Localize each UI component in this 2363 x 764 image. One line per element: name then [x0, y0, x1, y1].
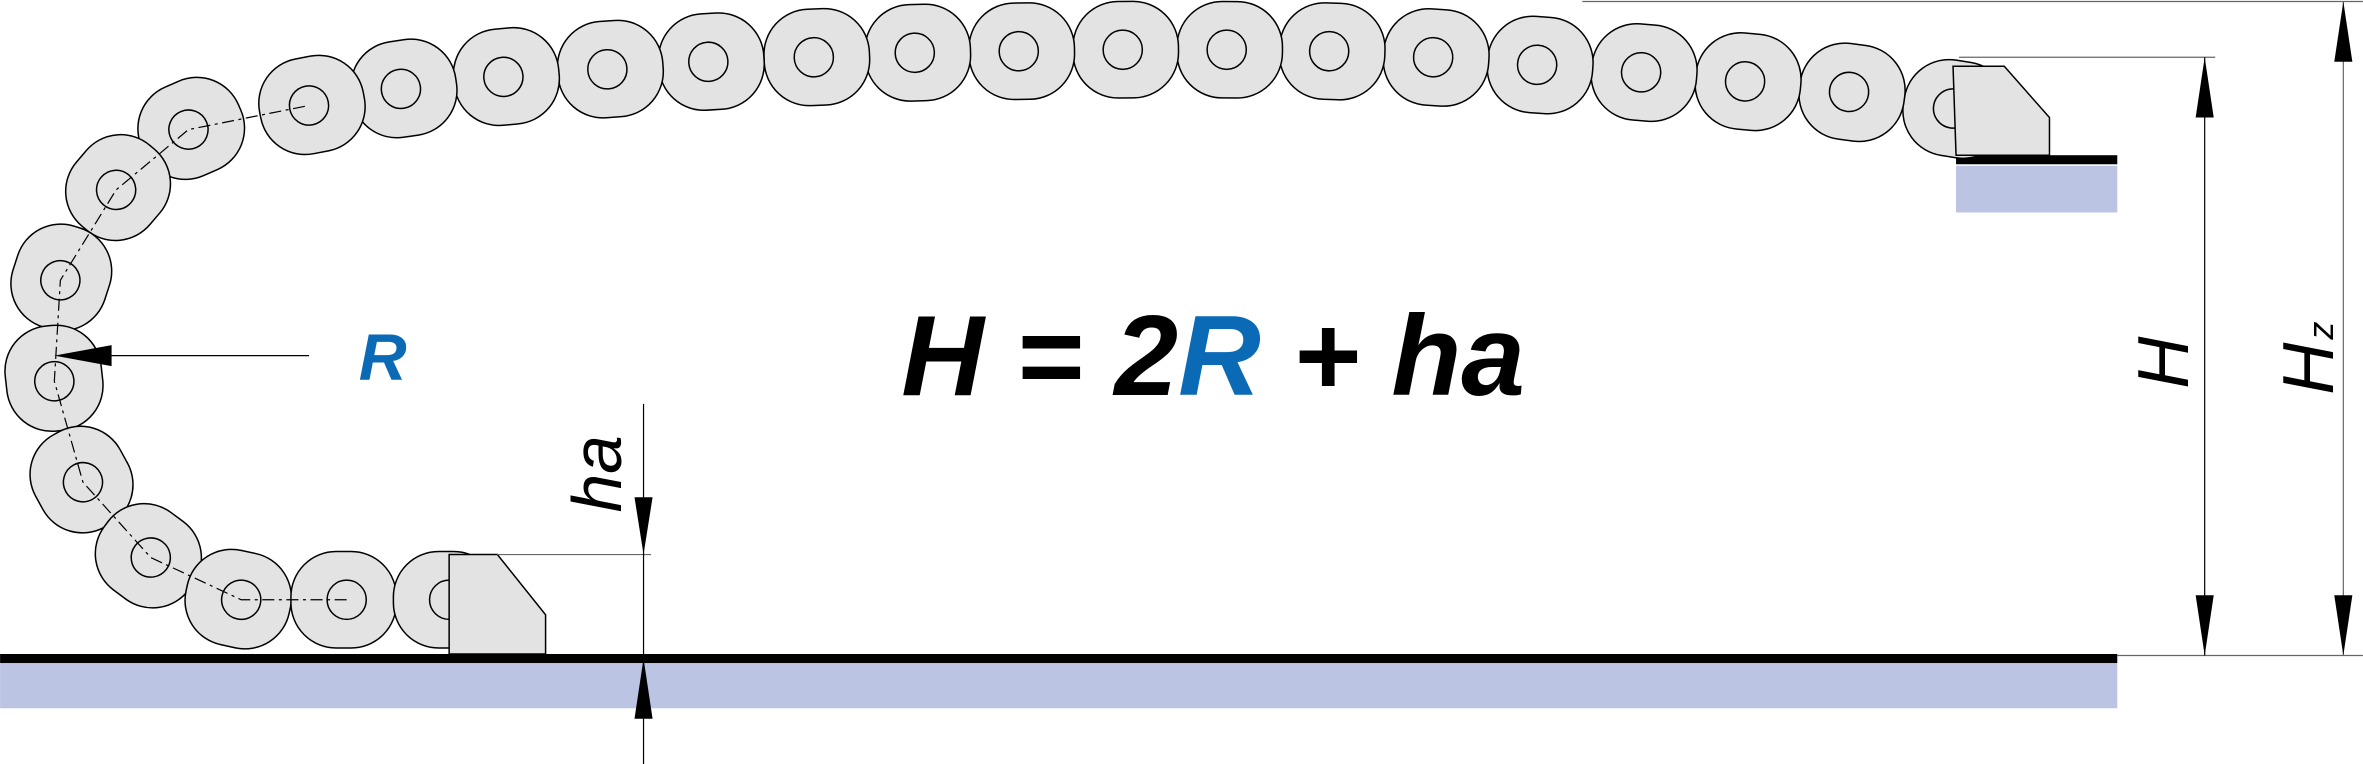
chain-link — [184, 548, 293, 650]
hz-label-sub: z — [2300, 321, 2341, 340]
hz-arrow-down-icon — [2334, 595, 2353, 656]
link-pin-icon — [1828, 71, 1870, 113]
link-pin-icon — [998, 30, 1040, 72]
link-pin-icon — [483, 56, 524, 98]
formula-r: R — [1178, 292, 1261, 420]
hz-label: Hz — [2269, 321, 2349, 394]
formula: H = 2R + ha — [901, 292, 1525, 420]
chain-link — [1486, 15, 1594, 115]
radius-arrow-icon — [54, 345, 112, 367]
link-pin-icon — [130, 537, 172, 578]
chain-link — [1590, 23, 1698, 123]
link-pin-icon — [1724, 61, 1766, 102]
chain-link — [1798, 42, 1906, 143]
chain-link — [1176, 0, 1284, 99]
link-pin-icon — [793, 36, 835, 78]
h-arrow-up-icon — [2195, 57, 2214, 118]
chain-link — [452, 26, 561, 127]
link-pin-icon — [168, 109, 209, 150]
chain-link — [1278, 2, 1386, 101]
chain-link — [968, 2, 1076, 101]
upper-end-bracket — [1952, 65, 2051, 156]
formula-eq: = 2 — [984, 292, 1178, 420]
h-arrow-down-icon — [2195, 595, 2214, 656]
pitch-line — [53, 104, 347, 601]
hz-arrow-up-icon — [2334, 1, 2353, 62]
chain-link — [864, 3, 972, 102]
link-pin-icon — [95, 169, 137, 211]
upper-mount-line — [1956, 155, 2118, 165]
ha-label: ha — [558, 435, 636, 512]
chain-link — [258, 54, 366, 156]
chain-link — [1694, 31, 1802, 132]
link-body — [258, 54, 366, 156]
link-pin-icon — [587, 48, 628, 90]
link-pin-icon — [1206, 29, 1248, 71]
chain-link — [1382, 8, 1490, 107]
chain-link — [763, 7, 871, 107]
ha-arrow-up-icon — [634, 658, 653, 719]
formula-rest: + ha — [1261, 292, 1525, 420]
lower-end-bracket — [448, 553, 547, 655]
link-body — [184, 548, 293, 650]
link-pin-icon — [894, 32, 936, 74]
chain-link — [556, 19, 665, 119]
h-label: H — [2124, 336, 2204, 389]
link-pin-icon — [1308, 30, 1350, 72]
link-pin-icon — [1516, 44, 1558, 86]
link-pin-icon — [1620, 51, 1662, 93]
hz-label-main: H — [2269, 342, 2349, 395]
chain-link — [1072, 0, 1180, 99]
ha-arrow-down-icon — [634, 497, 653, 555]
floor-line — [0, 653, 2118, 664]
link-pin-icon — [687, 41, 729, 83]
upper-mount-base — [1956, 165, 2118, 213]
link-pin-icon — [1412, 36, 1454, 78]
link-pin-icon — [1102, 29, 1144, 71]
link-pin-icon — [380, 68, 422, 110]
chain-link — [137, 76, 246, 181]
radius-label: R — [359, 321, 407, 395]
link-pin-icon — [288, 85, 330, 126]
floor-base — [0, 663, 2118, 709]
formula-h: H — [901, 292, 986, 420]
chain-link — [657, 12, 765, 112]
